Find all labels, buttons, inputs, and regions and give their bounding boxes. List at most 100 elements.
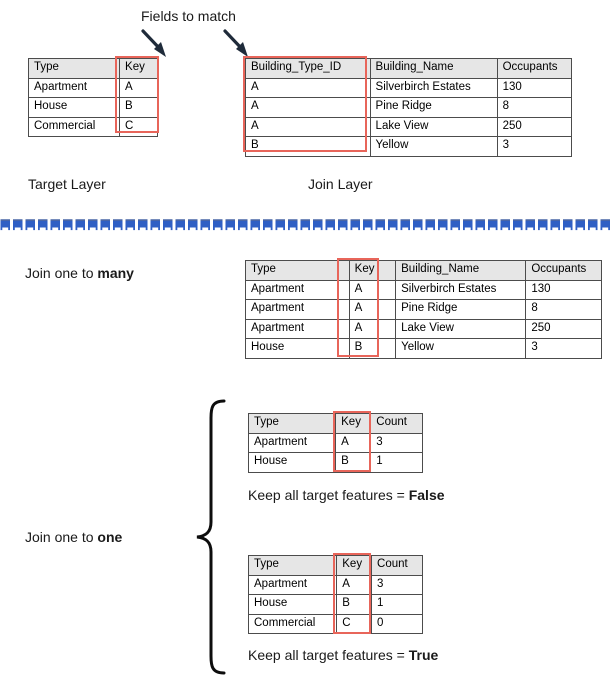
cell-key: A bbox=[119, 77, 158, 98]
join-one-to-many-label: Join one to many bbox=[25, 265, 134, 281]
join-one-to-one-emphasis: one bbox=[97, 529, 123, 545]
cell-building-type-id: A bbox=[245, 116, 371, 137]
keep-all-false-value: False bbox=[408, 487, 445, 503]
column-header-key: Key bbox=[119, 58, 158, 79]
cell-building-type-id: B bbox=[245, 136, 371, 157]
cell-building-name: Pine Ridge bbox=[369, 97, 498, 118]
column-header-type: Type bbox=[247, 413, 337, 434]
column-header-key: Key bbox=[336, 555, 373, 576]
column-header-building-name: Building_Name bbox=[395, 260, 527, 281]
column-header-key: Key bbox=[335, 413, 372, 434]
cell-key: A bbox=[336, 574, 373, 595]
join-layer-table: Building_Type_ID Building_Name Occupants… bbox=[245, 58, 573, 157]
column-header-key: Key bbox=[348, 260, 397, 281]
cell-building-name: Silverbirch Estates bbox=[395, 279, 527, 300]
cell-type: Apartment bbox=[245, 279, 350, 300]
cell-building-name: Silverbirch Estates bbox=[369, 77, 498, 98]
cell-type: Apartment bbox=[247, 432, 337, 453]
column-header-type: Type bbox=[245, 260, 350, 281]
keep-all-true-label: Keep all target features = True bbox=[248, 647, 438, 663]
cell-type: Commercial bbox=[247, 613, 338, 634]
cell-count: 1 bbox=[370, 452, 423, 473]
cell-occupants: 130 bbox=[496, 77, 573, 98]
table-row: Apartment A Pine Ridge 8 bbox=[245, 299, 602, 320]
cell-building-name: Pine Ridge bbox=[395, 299, 527, 320]
column-header-occupants: Occupants bbox=[525, 260, 602, 281]
cell-occupants: 3 bbox=[496, 136, 573, 157]
keep-all-true-value: True bbox=[408, 647, 439, 663]
cell-type: Commercial bbox=[27, 116, 121, 137]
one-to-one-false-table: Type Key Count Apartment A 3 House B 1 bbox=[247, 413, 423, 473]
cell-type: House bbox=[27, 97, 121, 118]
table-row: Apartment A Silverbirch Estates 130 bbox=[245, 279, 602, 300]
cell-occupants: 130 bbox=[525, 279, 602, 300]
table-row: Apartment A 3 bbox=[247, 574, 423, 595]
cell-key: A bbox=[348, 279, 397, 300]
cell-occupants: 8 bbox=[525, 299, 602, 320]
cell-occupants: 3 bbox=[525, 338, 602, 359]
join-one-to-many-emphasis: many bbox=[97, 265, 134, 281]
one-to-many-result-table: Type Key Building_Name Occupants Apartme… bbox=[245, 260, 602, 359]
table-row: Apartment A 3 bbox=[247, 432, 423, 453]
down-right-arrow-icon-right bbox=[223, 29, 248, 57]
keep-all-true-prefix: Keep all target features = bbox=[248, 647, 409, 663]
table-header-row: Type Key bbox=[27, 58, 158, 79]
cell-type: Apartment bbox=[245, 318, 350, 339]
cell-building-type-id: A bbox=[245, 77, 371, 98]
table-row: House B bbox=[27, 97, 158, 118]
cell-key: B bbox=[348, 338, 397, 359]
cell-building-name: Lake View bbox=[395, 318, 527, 339]
cell-count: 3 bbox=[370, 432, 423, 453]
cell-type: Apartment bbox=[245, 299, 350, 320]
dashed-blue-divider-icon bbox=[0, 219, 613, 231]
cell-type: House bbox=[245, 338, 350, 359]
cell-type: House bbox=[247, 452, 337, 473]
cell-key: A bbox=[335, 432, 372, 453]
cell-key: B bbox=[335, 452, 372, 473]
table-header-row: Type Key Building_Name Occupants bbox=[245, 260, 602, 281]
cell-count: 1 bbox=[371, 594, 423, 615]
join-one-to-one-prefix: Join one to bbox=[25, 529, 98, 545]
cell-type: Apartment bbox=[247, 574, 338, 595]
cell-key: A bbox=[348, 318, 397, 339]
cell-key: B bbox=[119, 97, 158, 118]
join-one-to-many-prefix: Join one to bbox=[25, 265, 98, 281]
column-header-type: Type bbox=[27, 58, 121, 79]
cell-key: A bbox=[348, 299, 397, 320]
join-layer-label: Join Layer bbox=[308, 176, 373, 192]
column-header-type: Type bbox=[247, 555, 338, 576]
target-layer-label: Target Layer bbox=[28, 176, 106, 192]
cell-key: C bbox=[336, 613, 373, 634]
down-right-arrow-icon-left bbox=[141, 29, 166, 57]
column-header-count: Count bbox=[371, 555, 423, 576]
table-header-row: Type Key Count bbox=[247, 555, 423, 576]
cell-key: B bbox=[336, 594, 373, 615]
cell-count: 3 bbox=[371, 574, 423, 595]
table-row: House B 1 bbox=[247, 594, 423, 615]
table-row: A Silverbirch Estates 130 bbox=[245, 77, 573, 98]
cell-type: Apartment bbox=[27, 77, 121, 98]
table-row: A Lake View 250 bbox=[245, 116, 573, 137]
keep-all-false-label: Keep all target features = False bbox=[248, 487, 445, 503]
fields-to-match-label: Fields to match bbox=[141, 8, 236, 24]
column-header-building-name: Building_Name bbox=[369, 58, 498, 79]
table-row: Apartment A bbox=[27, 77, 158, 98]
table-row: Commercial C bbox=[27, 116, 158, 137]
column-header-building-type-id: Building_Type_ID bbox=[245, 58, 371, 79]
cell-building-name: Lake View bbox=[369, 116, 498, 137]
cell-building-name: Yellow bbox=[395, 338, 527, 359]
table-row: B Yellow 3 bbox=[245, 136, 573, 157]
table-row: Commercial C 0 bbox=[247, 613, 423, 634]
curly-brace-icon bbox=[196, 399, 226, 675]
table-row: A Pine Ridge 8 bbox=[245, 97, 573, 118]
column-header-count: Count bbox=[370, 413, 423, 434]
cell-building-type-id: A bbox=[245, 97, 371, 118]
cell-occupants: 250 bbox=[496, 116, 573, 137]
cell-building-name: Yellow bbox=[369, 136, 498, 157]
one-to-one-true-table: Type Key Count Apartment A 3 House B 1 C… bbox=[247, 555, 423, 634]
target-layer-table: Type Key Apartment A House B Commercial … bbox=[27, 58, 158, 137]
table-header-row: Type Key Count bbox=[247, 413, 423, 434]
column-header-occupants: Occupants bbox=[496, 58, 573, 79]
table-row: Apartment A Lake View 250 bbox=[245, 318, 602, 339]
cell-key: C bbox=[119, 116, 158, 137]
